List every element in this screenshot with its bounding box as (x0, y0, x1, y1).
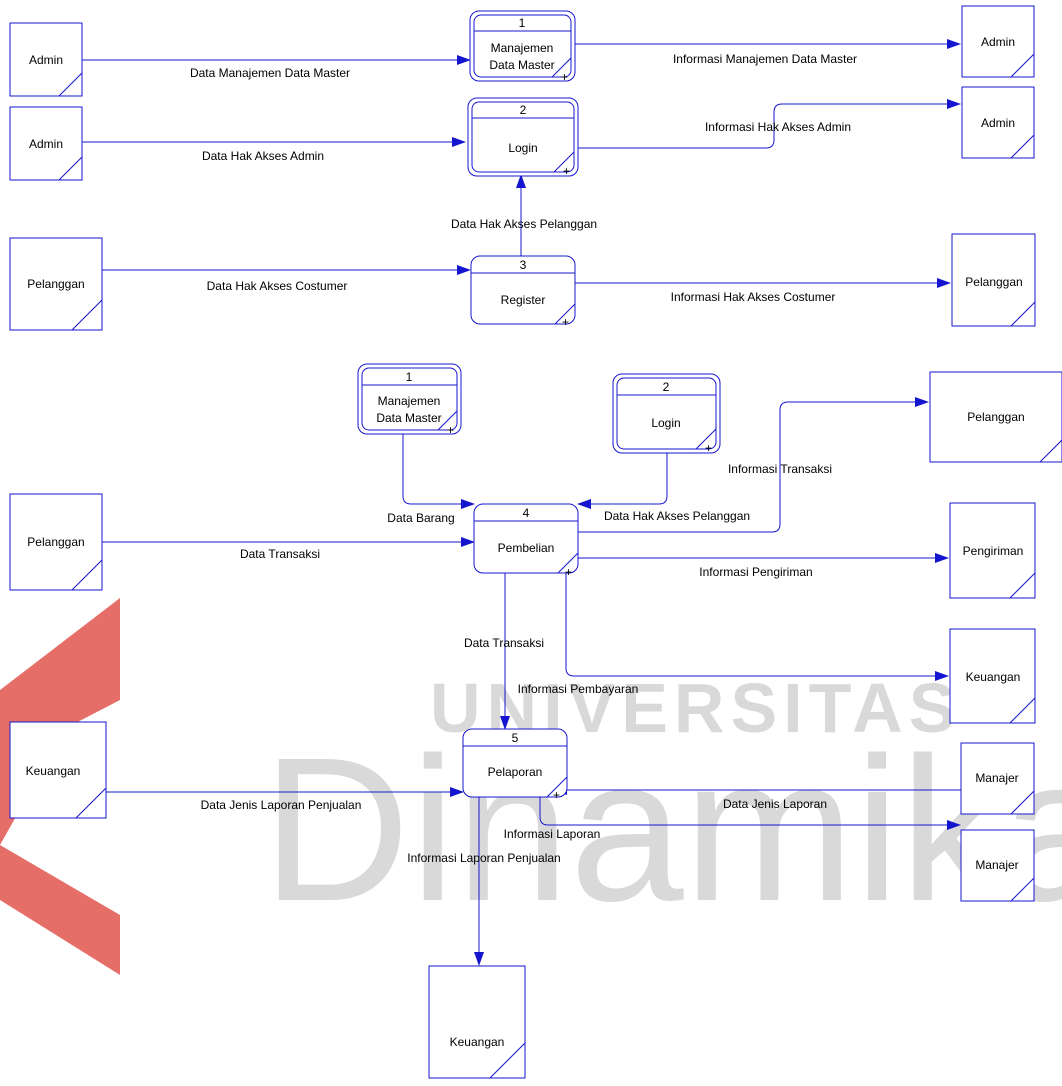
process-3-name: Register (501, 293, 546, 307)
process-2-login-bottom[interactable]: + 2 Login (612, 373, 721, 455)
process-1b-number: 1 (406, 370, 413, 384)
label-data-transaksi-2: Data Transaksi (464, 636, 544, 650)
entity-keuangan-right[interactable]: Keuangan (949, 628, 1036, 724)
process-2b-number: 2 (663, 380, 670, 394)
svg-text:Keuangan: Keuangan (26, 764, 81, 778)
entity-admin-right-2[interactable]: Admin (961, 86, 1035, 159)
label-info-hak-admin: Informasi Hak Akses Admin (705, 120, 851, 134)
svg-text:Keuangan: Keuangan (450, 1035, 505, 1049)
svg-text:Pelanggan: Pelanggan (27, 535, 84, 549)
process-1-name-line2: Data Master (489, 58, 554, 72)
process-4-number: 4 (523, 506, 530, 520)
flow-info-transaksi[interactable] (578, 397, 929, 533)
entity-pelanggan-right-2[interactable]: Pelanggan (929, 371, 1062, 463)
entity-pengiriman[interactable]: Pengiriman (949, 502, 1036, 599)
svg-text:Manajer: Manajer (975, 858, 1018, 872)
process-2-name: Login (508, 141, 537, 155)
svg-text:Pelanggan: Pelanggan (967, 410, 1024, 424)
process-5-name: Pelaporan (488, 765, 543, 779)
label-data-hak-costumer: Data Hak Akses Costumer (207, 279, 348, 293)
label-info-transaksi: Informasi Transaksi (728, 462, 832, 476)
process-1-manajemen-bottom[interactable]: + 1 Manajemen Data Master (357, 363, 462, 437)
process-3-plus-icon: + (562, 315, 569, 329)
process-2-number: 2 (520, 103, 527, 117)
entity-manajer-2[interactable]: Manajer (960, 829, 1035, 902)
process-1b-name-line1: Manajemen (378, 394, 441, 408)
svg-text:Pelanggan: Pelanggan (965, 275, 1022, 289)
entity-keuangan-bottom-box[interactable]: Keuangan (428, 965, 526, 1079)
process-2b-plus-icon: + (705, 441, 712, 455)
entity-admin-left-1[interactable]: Admin (9, 22, 83, 97)
label-info-laporan-penjualan: Informasi Laporan Penjualan (407, 851, 560, 865)
svg-text:Admin: Admin (29, 53, 63, 67)
process-1b-name-line2: Data Master (376, 411, 441, 425)
label-data-hak-admin: Data Hak Akses Admin (202, 149, 324, 163)
process-1b-plus-icon: + (447, 423, 454, 437)
watermark-red-chevron-lower (0, 845, 120, 975)
svg-text:Admin: Admin (981, 116, 1015, 130)
process-2b-name: Login (651, 416, 680, 430)
process-5-pelaporan[interactable]: + 5 Pelaporan (462, 728, 568, 802)
label-data-transaksi-1: Data Transaksi (240, 547, 320, 561)
process-3-number: 3 (520, 258, 527, 272)
process-4-pembelian[interactable]: + 4 Pembelian (473, 503, 579, 579)
entity-pelanggan-left-2[interactable]: Pelanggan (9, 493, 103, 591)
svg-text:Manajer: Manajer (975, 771, 1018, 785)
flow-data-hak-pelanggan-login[interactable] (577, 452, 668, 509)
label-info-pengiriman: Informasi Pengiriman (699, 565, 812, 579)
flow-data-barang[interactable] (402, 432, 475, 509)
label-info-pembayaran: Informasi Pembayaran (518, 682, 639, 696)
entity-admin-right-1[interactable]: Admin (961, 5, 1035, 78)
svg-text:Admin: Admin (29, 137, 63, 151)
entity-pelanggan-left-1[interactable]: Pelanggan (9, 237, 103, 331)
process-4-plus-icon: + (565, 565, 572, 579)
svg-text:Admin: Admin (981, 35, 1015, 49)
process-5-plus-icon: + (553, 788, 560, 802)
process-4-name: Pembelian (498, 541, 555, 555)
process-1-number: 1 (519, 16, 526, 30)
label-data-jenis-laporan: Data Jenis Laporan (723, 797, 827, 811)
label-data-manajemen: Data Manajemen Data Master (190, 66, 350, 80)
process-1-manajemen-top[interactable]: + 1 Manajemen Data Master (469, 10, 576, 84)
svg-text:Pengiriman: Pengiriman (963, 544, 1024, 558)
label-data-hak-pelanggan-1: Data Hak Akses Pelanggan (451, 217, 597, 231)
entity-admin-left-2[interactable]: Admin (9, 106, 83, 181)
entity-keuangan-left[interactable]: Keuangan (9, 721, 107, 819)
process-1-name-line1: Manajemen (491, 41, 554, 55)
process-5-number: 5 (512, 731, 519, 745)
label-data-hak-pelanggan-2: Data Hak Akses Pelanggan (604, 509, 750, 523)
watermark: UNIVERSITAS Dinamika (0, 598, 1062, 975)
label-data-barang: Data Barang (387, 511, 454, 525)
label-info-hak-costumer: Informasi Hak Akses Costumer (671, 290, 836, 304)
process-1-plus-icon: + (561, 70, 568, 84)
watermark-dinamika: Dinamika (262, 715, 1062, 944)
entity-manajer-1[interactable]: Manajer (960, 742, 1035, 815)
process-2-plus-icon: + (563, 164, 570, 178)
svg-text:Keuangan: Keuangan (966, 670, 1021, 684)
label-info-laporan: Informasi Laporan (504, 827, 601, 841)
flows (82, 39, 961, 830)
flow-info-laporan[interactable] (539, 797, 961, 830)
process-2-login-top[interactable]: + 2 Login (467, 97, 579, 178)
svg-text:Pelanggan: Pelanggan (27, 277, 84, 291)
flow-info-hak-admin[interactable] (577, 99, 961, 149)
flow-labels: Data Manajemen Data Master Informasi Man… (190, 52, 857, 865)
label-data-jenis-laporan-penjualan: Data Jenis Laporan Penjualan (201, 798, 362, 812)
process-3-register[interactable]: + 3 Register (470, 255, 576, 329)
entity-pelanggan-right-1[interactable]: Pelanggan (951, 233, 1036, 327)
flow-info-pembayaran[interactable] (565, 573, 949, 681)
label-info-manajemen: Informasi Manajemen Data Master (673, 52, 857, 66)
